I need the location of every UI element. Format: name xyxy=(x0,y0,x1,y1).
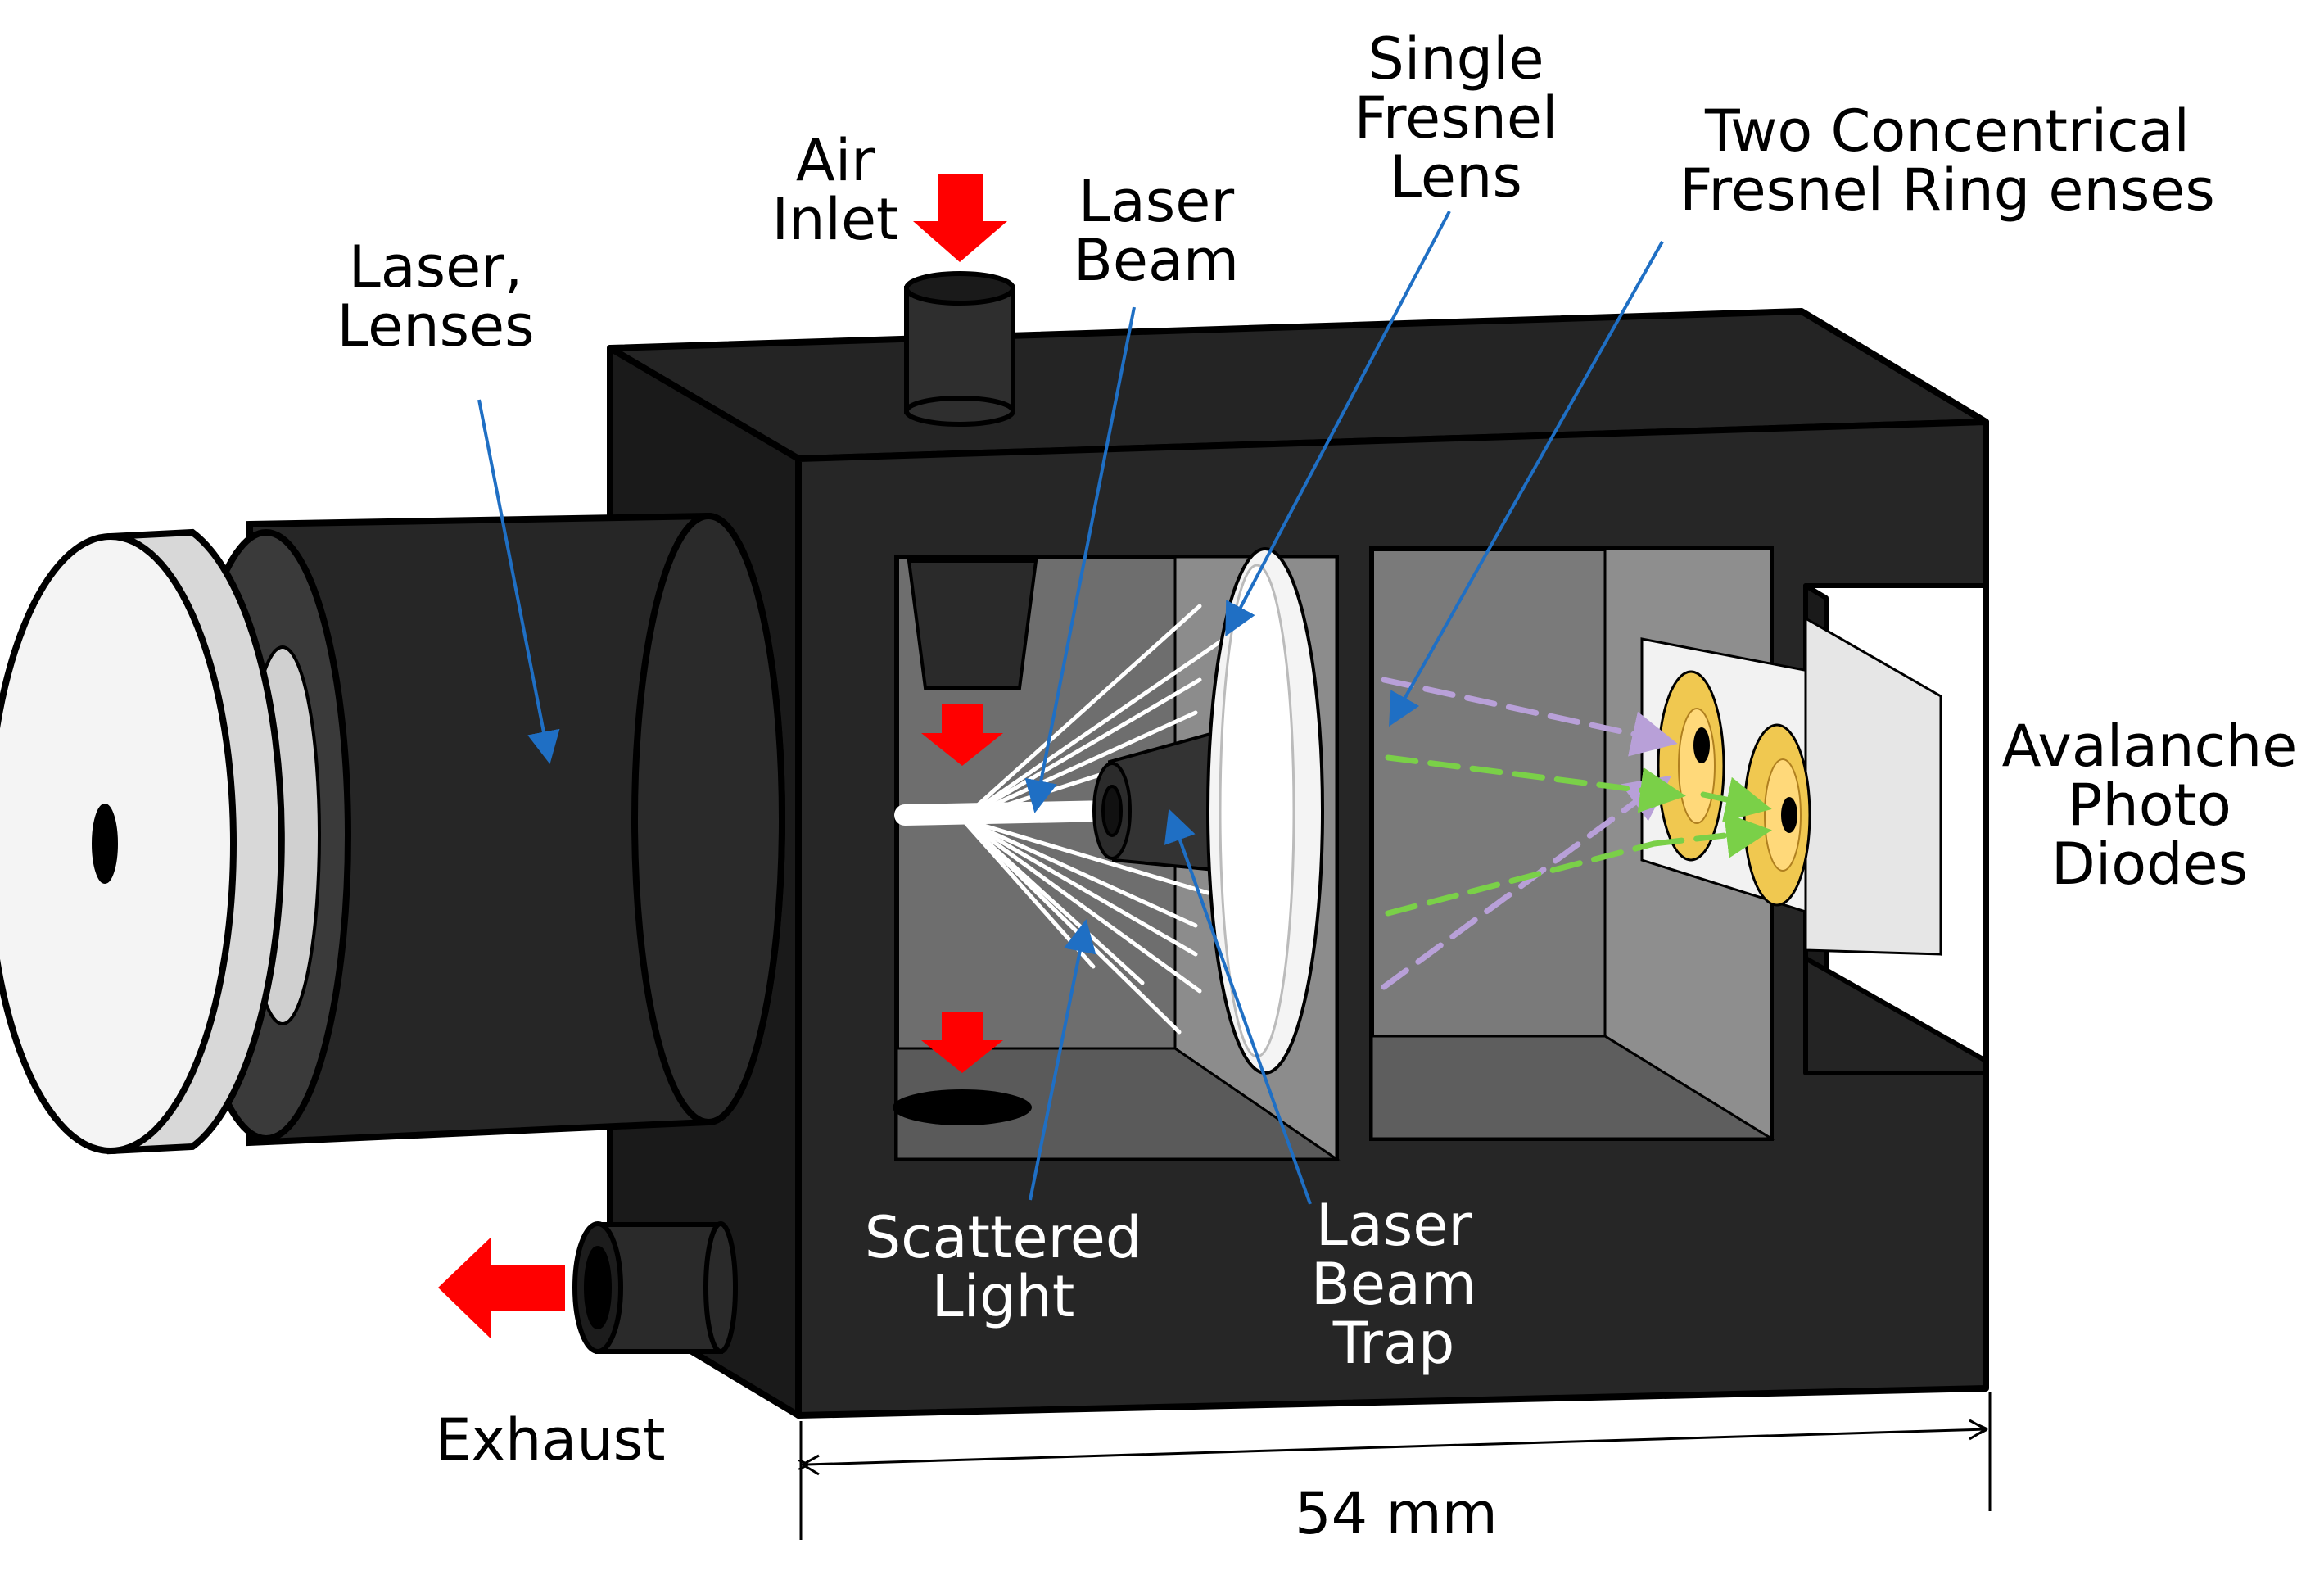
pointer-beam-trap xyxy=(1164,808,1312,1205)
label-exhaust: Exhaust xyxy=(435,1406,666,1474)
exhaust-arrow xyxy=(438,1237,565,1339)
label-dimension: 54 mm xyxy=(1295,1480,1498,1547)
label-air-inlet: Air Inlet xyxy=(771,127,899,253)
pointer-ring-lenses xyxy=(1389,241,1664,727)
inlet-nozzle xyxy=(907,559,1038,690)
label-laser-beam-trap: Laser Beam Trap xyxy=(1310,1192,1477,1377)
label-scattered-light: Scattered Light xyxy=(864,1204,1142,1330)
pointer-scattered-light xyxy=(1029,919,1096,1201)
pointer-lines xyxy=(477,211,1664,1205)
photodiode-1 xyxy=(1657,670,1725,862)
exhaust-tube xyxy=(572,1221,738,1354)
laser-beam xyxy=(894,800,1120,826)
pointer-laser-beam xyxy=(1024,306,1136,813)
dimension-tick-left xyxy=(799,1454,820,1476)
photodiode-2 xyxy=(1743,723,1811,907)
laser-cylinder xyxy=(0,512,785,1155)
pointer-laser-lenses xyxy=(477,399,560,764)
airflow-arrow-upper xyxy=(921,704,1003,766)
single-fresnel-lens xyxy=(1206,547,1324,1075)
pointer-single-lens xyxy=(1225,211,1451,637)
airflow-arrow-lower xyxy=(921,1012,1003,1073)
label-single-fresnel-lens: Single Fresnel Lens xyxy=(1354,25,1558,211)
label-avalanche-photo-diodes: Avalanche Photo Diodes xyxy=(2001,713,2298,898)
air-inlet-arrow xyxy=(913,174,1007,262)
focused-rays xyxy=(1381,677,1772,990)
chamber-left xyxy=(893,547,1341,1161)
dimension-line xyxy=(801,1392,1992,1540)
label-laser-lenses: Laser, Lenses xyxy=(337,233,535,360)
notch-bottom xyxy=(1803,956,1988,1075)
chamber-right xyxy=(1369,546,1942,1141)
label-laser-beam: Laser Beam xyxy=(1073,168,1240,294)
dimension-tick-right xyxy=(1969,1419,1989,1441)
exhaust-hole xyxy=(893,1089,1032,1125)
chamber-left-floor xyxy=(895,1047,1341,1161)
air-inlet-tube xyxy=(904,271,1015,427)
chamber-right-floor xyxy=(1370,1035,1776,1140)
label-two-concentrical-lenses: Two Concentrical Fresnel Ring enses xyxy=(1680,97,2215,224)
